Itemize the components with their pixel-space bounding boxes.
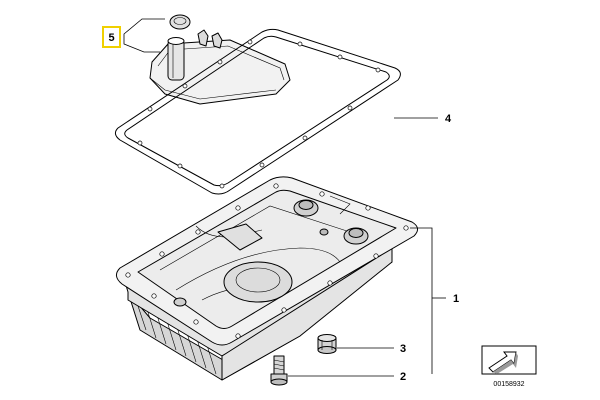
callout-label-filter: 5	[108, 32, 114, 44]
pan-gasket[interactable]	[114, 28, 401, 195]
callout-1: 1	[410, 227, 459, 374]
callout-label-oil-pan: 1	[453, 293, 459, 305]
filter-seal-ring[interactable]	[169, 14, 191, 30]
callout-label-bolt: 2	[400, 371, 406, 383]
pan-magnet-left	[293, 199, 319, 217]
drain-plug[interactable]	[317, 334, 337, 354]
callout-2: 2	[288, 371, 406, 383]
callout-3: 3	[337, 343, 406, 355]
pan-magnet-right	[343, 227, 369, 245]
pan-bolt[interactable]	[270, 355, 288, 386]
callout-label-gasket: 4	[445, 113, 452, 125]
callout-4: 4	[394, 113, 452, 125]
direction-arrow-icon	[481, 345, 537, 375]
callout-label-drain-plug: 3	[400, 343, 406, 355]
callout-5: 5	[102, 18, 165, 53]
oil-pan[interactable]	[116, 176, 418, 381]
document-number: 00158932	[493, 381, 524, 388]
pan-bolt-holes	[125, 183, 409, 339]
callout-5-highlight-box	[102, 26, 121, 48]
gasket-bolt-holes	[137, 39, 381, 189]
